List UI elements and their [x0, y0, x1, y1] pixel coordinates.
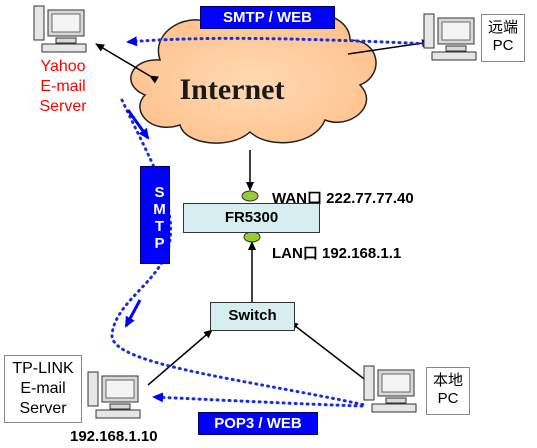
lan-port-icon [243, 231, 261, 243]
smtp-direction-arrows [124, 109, 150, 328]
tplink-switch-link [147, 329, 213, 386]
localpc-to-tplink-path [152, 392, 364, 408]
lan-port-label: LAN口 192.168.1.1 [272, 245, 402, 262]
local-pc-label: 本地 PC [426, 367, 470, 415]
yahoo-server-label: Yahoo E-mail Server [24, 57, 102, 117]
local-pc-computer-icon [363, 365, 417, 413]
remote-pc-label-line2: PC [492, 37, 514, 54]
smtp-arrow-lower [124, 299, 142, 328]
smtp-web-label: SMTP / WEB [200, 6, 335, 29]
wan-port-icon [241, 190, 259, 202]
tplink-label-line1: TP-LINK [12, 360, 74, 377]
local-pc-label-line2: PC [437, 390, 459, 407]
yahoo-label-line2: E-mail [40, 78, 86, 95]
remote-pc-label-line1: 远端 [487, 19, 518, 36]
remote-pc-computer-icon [423, 13, 477, 61]
pop3-web-label: POP3 / WEB [198, 412, 318, 435]
tplink-server-label: TP-LINK E-mail Server [4, 355, 82, 423]
fr5300-router: FR5300 [183, 203, 320, 233]
wan-port-label: WAN口 222.77.77.40 [272, 190, 414, 207]
remote-pc-label: 远端 PC [481, 14, 525, 62]
yahoo-label-line3: Server [39, 98, 87, 115]
yahoo-internet-link [95, 43, 159, 84]
switch-box: Switch [210, 302, 295, 331]
yahoo-computer-icon [33, 5, 87, 53]
tplink-ip-label: 192.168.1.10 [70, 428, 158, 445]
tplink-label-line3: Server [19, 400, 67, 417]
internet-label: Internet [180, 73, 285, 106]
local-pc-label-line1: 本地 [432, 372, 463, 389]
localpc-switch-link [289, 321, 373, 386]
smtp-arrow-upper [126, 109, 150, 140]
smtp-vertical-label: SMTP [140, 166, 170, 264]
tplink-label-line2: E-mail [20, 380, 66, 397]
remote-to-yahoo-path [126, 36, 432, 47]
yahoo-label-line1: Yahoo [40, 58, 86, 75]
tplink-computer-icon [87, 371, 141, 419]
